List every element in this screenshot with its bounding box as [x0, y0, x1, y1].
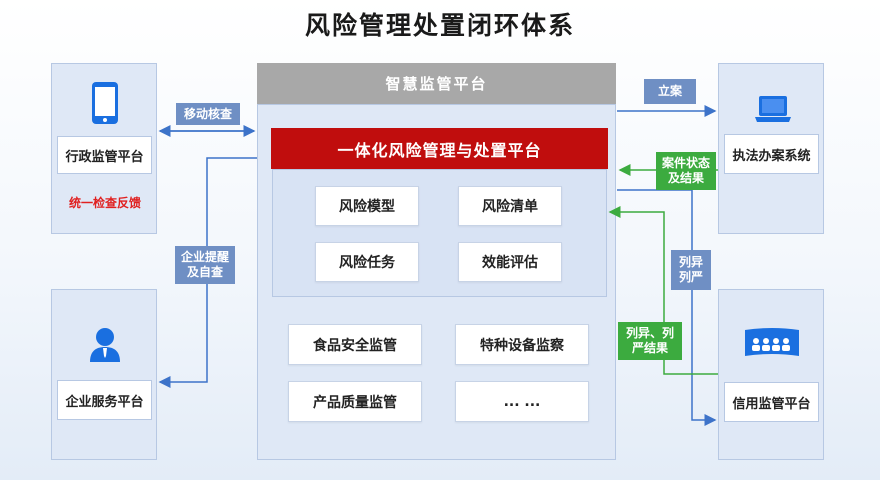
module-efficiency-eval[interactable]: 效能评估: [458, 242, 562, 282]
admin-platform-card[interactable]: 行政监管平台: [57, 136, 152, 174]
enterprise-platform-label: 企业服务平台: [65, 394, 144, 410]
smart-supervision-header: 智慧监管平台: [257, 63, 616, 104]
admin-note: 统一检查反馈: [68, 196, 141, 210]
law-system-panel: 执法办案系统: [718, 63, 824, 234]
law-system-card[interactable]: 执法办案系统: [724, 134, 819, 174]
module-risk-model[interactable]: 风险模型: [315, 186, 419, 226]
credit-screen-icon: [743, 327, 801, 359]
page-title: 风险管理处置闭环体系: [304, 11, 575, 40]
item-product-quality[interactable]: 产品质量监管: [288, 381, 422, 422]
tag-mobile-check: 移动核查: [176, 103, 240, 125]
item-special-equipment[interactable]: 特种设备监察: [455, 324, 589, 365]
tag-list-result: 列异、列 严结果: [618, 322, 682, 360]
credit-platform-card[interactable]: 信用监管平台: [724, 382, 819, 422]
law-system-label: 执法办案系统: [732, 148, 811, 164]
admin-platform-panel: 行政监管平台 统一检查反馈: [51, 63, 157, 234]
admin-platform-label: 行政监管平台: [65, 149, 144, 165]
person-icon: [89, 327, 121, 363]
tag-file-case: 立案: [644, 79, 696, 104]
tag-list-abnormal: 列异 列严: [671, 250, 711, 290]
tag-case-status: 案件状态 及结果: [656, 152, 716, 190]
item-more[interactable]: ... ...: [455, 381, 589, 422]
module-risk-task[interactable]: 风险任务: [315, 242, 419, 282]
module-risk-list[interactable]: 风险清单: [458, 186, 562, 226]
enterprise-platform-panel: 企业服务平台: [51, 289, 157, 460]
item-food-safety[interactable]: 食品安全监管: [288, 324, 422, 365]
tag-enterprise-remind: 企业提醒 及自查: [175, 246, 235, 284]
credit-platform-panel: 信用监管平台: [718, 289, 824, 460]
enterprise-platform-card[interactable]: 企业服务平台: [57, 380, 152, 420]
integrated-platform-header: 一体化风险管理与处置平台: [271, 128, 608, 169]
credit-platform-label: 信用监管平台: [732, 396, 811, 412]
mobile-phone-icon: [91, 81, 119, 125]
laptop-icon: [754, 95, 792, 123]
